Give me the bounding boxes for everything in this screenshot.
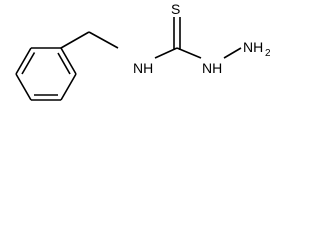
- terminal-nh-label: NH: [243, 39, 263, 55]
- ring-bond-bottom-left: [15, 73, 32, 101]
- ring-bond-bottom-right: [60, 73, 77, 101]
- ch2-nh-bond: [88, 31, 119, 49]
- nh2-subscript: 2: [265, 48, 270, 59]
- amide-nh-label: NH: [133, 60, 153, 76]
- chemical-structure-diagram: S NH NH NH 2: [15, 1, 270, 101]
- ring-bond-top-right: [60, 47, 77, 75]
- carbon-nh-bond: [176, 47, 202, 59]
- ring-double-bond-left: [21, 52, 36, 75]
- hydrazine-nh-label: NH: [202, 60, 222, 76]
- benzyl-bond: [60, 31, 90, 49]
- ring-bond-top-left: [15, 47, 32, 75]
- sulfur-atom-label: S: [171, 1, 180, 17]
- ring-double-bond-right: [57, 52, 71, 75]
- benzene-ring: [15, 47, 77, 101]
- nh-nh2-bond: [223, 47, 242, 59]
